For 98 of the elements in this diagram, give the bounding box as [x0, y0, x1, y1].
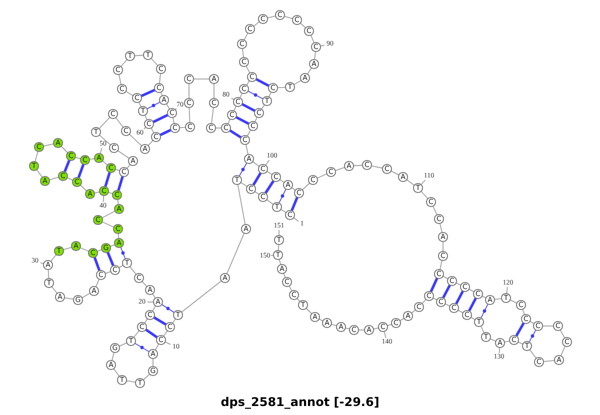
- backbone-line: [306, 308, 312, 314]
- backbone-line: [152, 358, 154, 367]
- base-pair-line: [235, 116, 250, 126]
- base-pair-line: [146, 102, 160, 110]
- backbone-line: [246, 144, 248, 155]
- leader-line: [506, 286, 508, 294]
- backbone-line: [188, 107, 190, 123]
- backbone-line: [226, 232, 245, 274]
- backbone-line: [353, 164, 363, 166]
- backbone-line: [126, 380, 136, 383]
- leader-line: [498, 347, 500, 354]
- leader-line: [420, 180, 426, 186]
- backbone-line: [278, 244, 280, 251]
- backbone-line: [442, 241, 444, 252]
- backbone-line: [188, 83, 190, 99]
- backbone-line: [98, 116, 110, 130]
- backbone-line: [34, 151, 38, 162]
- backbone-line: [159, 73, 161, 84]
- base-pair-line: [64, 160, 70, 172]
- base-pair-line: [264, 180, 275, 194]
- backbone-line: [302, 182, 310, 190]
- base-pair-line: [241, 102, 256, 112]
- backbone-line: [80, 247, 90, 252]
- backbone-line: [316, 173, 328, 179]
- backbone-line: [211, 107, 214, 124]
- backbone-line: [560, 346, 566, 356]
- backbone-line: [60, 146, 68, 154]
- base-pair-line: [140, 88, 156, 98]
- base-pair-line: [120, 246, 126, 260]
- backbone-line: [440, 223, 442, 233]
- backbone-line: [102, 210, 116, 218]
- backbone-line: [118, 233, 120, 239]
- base-pair-line: [153, 316, 167, 326]
- base-pair-line: [117, 176, 124, 191]
- base-pair-line: [248, 90, 264, 100]
- leader-line: [102, 195, 104, 202]
- backbone-line: [371, 165, 383, 169]
- base-pair-line: [278, 188, 286, 204]
- base-pair-line: [145, 328, 158, 338]
- leader-line: [174, 108, 177, 110]
- backbone-line: [134, 54, 144, 56]
- backbone-line: [120, 59, 128, 67]
- base-pair-line: [252, 172, 262, 186]
- backbone-line: [43, 144, 54, 146]
- base-pair-line: [161, 304, 175, 313]
- backbone-line: [113, 368, 120, 377]
- backbone-line: [82, 292, 90, 298]
- backbone-line: [334, 167, 346, 171]
- base-pair-line: [238, 162, 248, 176]
- base-pair-line: [290, 196, 298, 212]
- backbone-line: [420, 190, 428, 200]
- backbone-line: [102, 221, 114, 228]
- backbone-line: [406, 179, 415, 186]
- backbone-line: [129, 266, 137, 275]
- backbone-line: [99, 134, 111, 146]
- diagram-title: dps_2581_annot [-29.6]: [220, 396, 380, 408]
- backbone-line: [115, 117, 124, 128]
- backbone-line: [128, 134, 142, 146]
- base-pair-line: [468, 297, 478, 312]
- backbone-line: [64, 297, 74, 300]
- backbone-line: [118, 74, 122, 85]
- base-pair-line: [106, 252, 114, 266]
- backbone-line: [133, 330, 140, 338]
- base-pair-line: [528, 330, 536, 342]
- backbone-line: [560, 330, 566, 338]
- base-pair-line: [134, 342, 150, 352]
- base-pair-line: [430, 278, 438, 292]
- backbone-line: [529, 349, 537, 359]
- backbone-line: [181, 280, 222, 313]
- leader-line: [384, 331, 386, 338]
- base-pair-line: [454, 290, 464, 305]
- base-pair-line: [93, 256, 101, 272]
- leader-line: [100, 148, 102, 154]
- backbone-line: [179, 126, 186, 128]
- base-pair-line: [152, 114, 168, 124]
- backbone-line: [50, 254, 57, 262]
- backbone-line: [48, 269, 50, 279]
- backbone-line: [237, 184, 246, 225]
- base-pair-line: [104, 172, 111, 187]
- backbone-line: [432, 206, 438, 216]
- base-pair-line: [160, 128, 172, 136]
- backbone-line: [543, 360, 555, 362]
- backbone-line: [277, 86, 286, 88]
- base-pair-line: [77, 164, 85, 178]
- base-pair-line: [255, 78, 270, 88]
- leader-line: [278, 230, 280, 236]
- backbone-line: [117, 150, 130, 159]
- backbone-line: [51, 286, 58, 294]
- backbone-line: [36, 169, 43, 178]
- base-pair-line: [515, 322, 525, 337]
- backbone-line: [242, 48, 244, 58]
- backbone-line: [150, 58, 158, 66]
- base-pair-line: [229, 129, 242, 139]
- base-pair-line: [442, 284, 452, 299]
- backbone-line: [48, 176, 60, 180]
- backbone-line: [193, 78, 210, 80]
- base-pair-line: [480, 304, 488, 318]
- backbone-line: [440, 260, 442, 270]
